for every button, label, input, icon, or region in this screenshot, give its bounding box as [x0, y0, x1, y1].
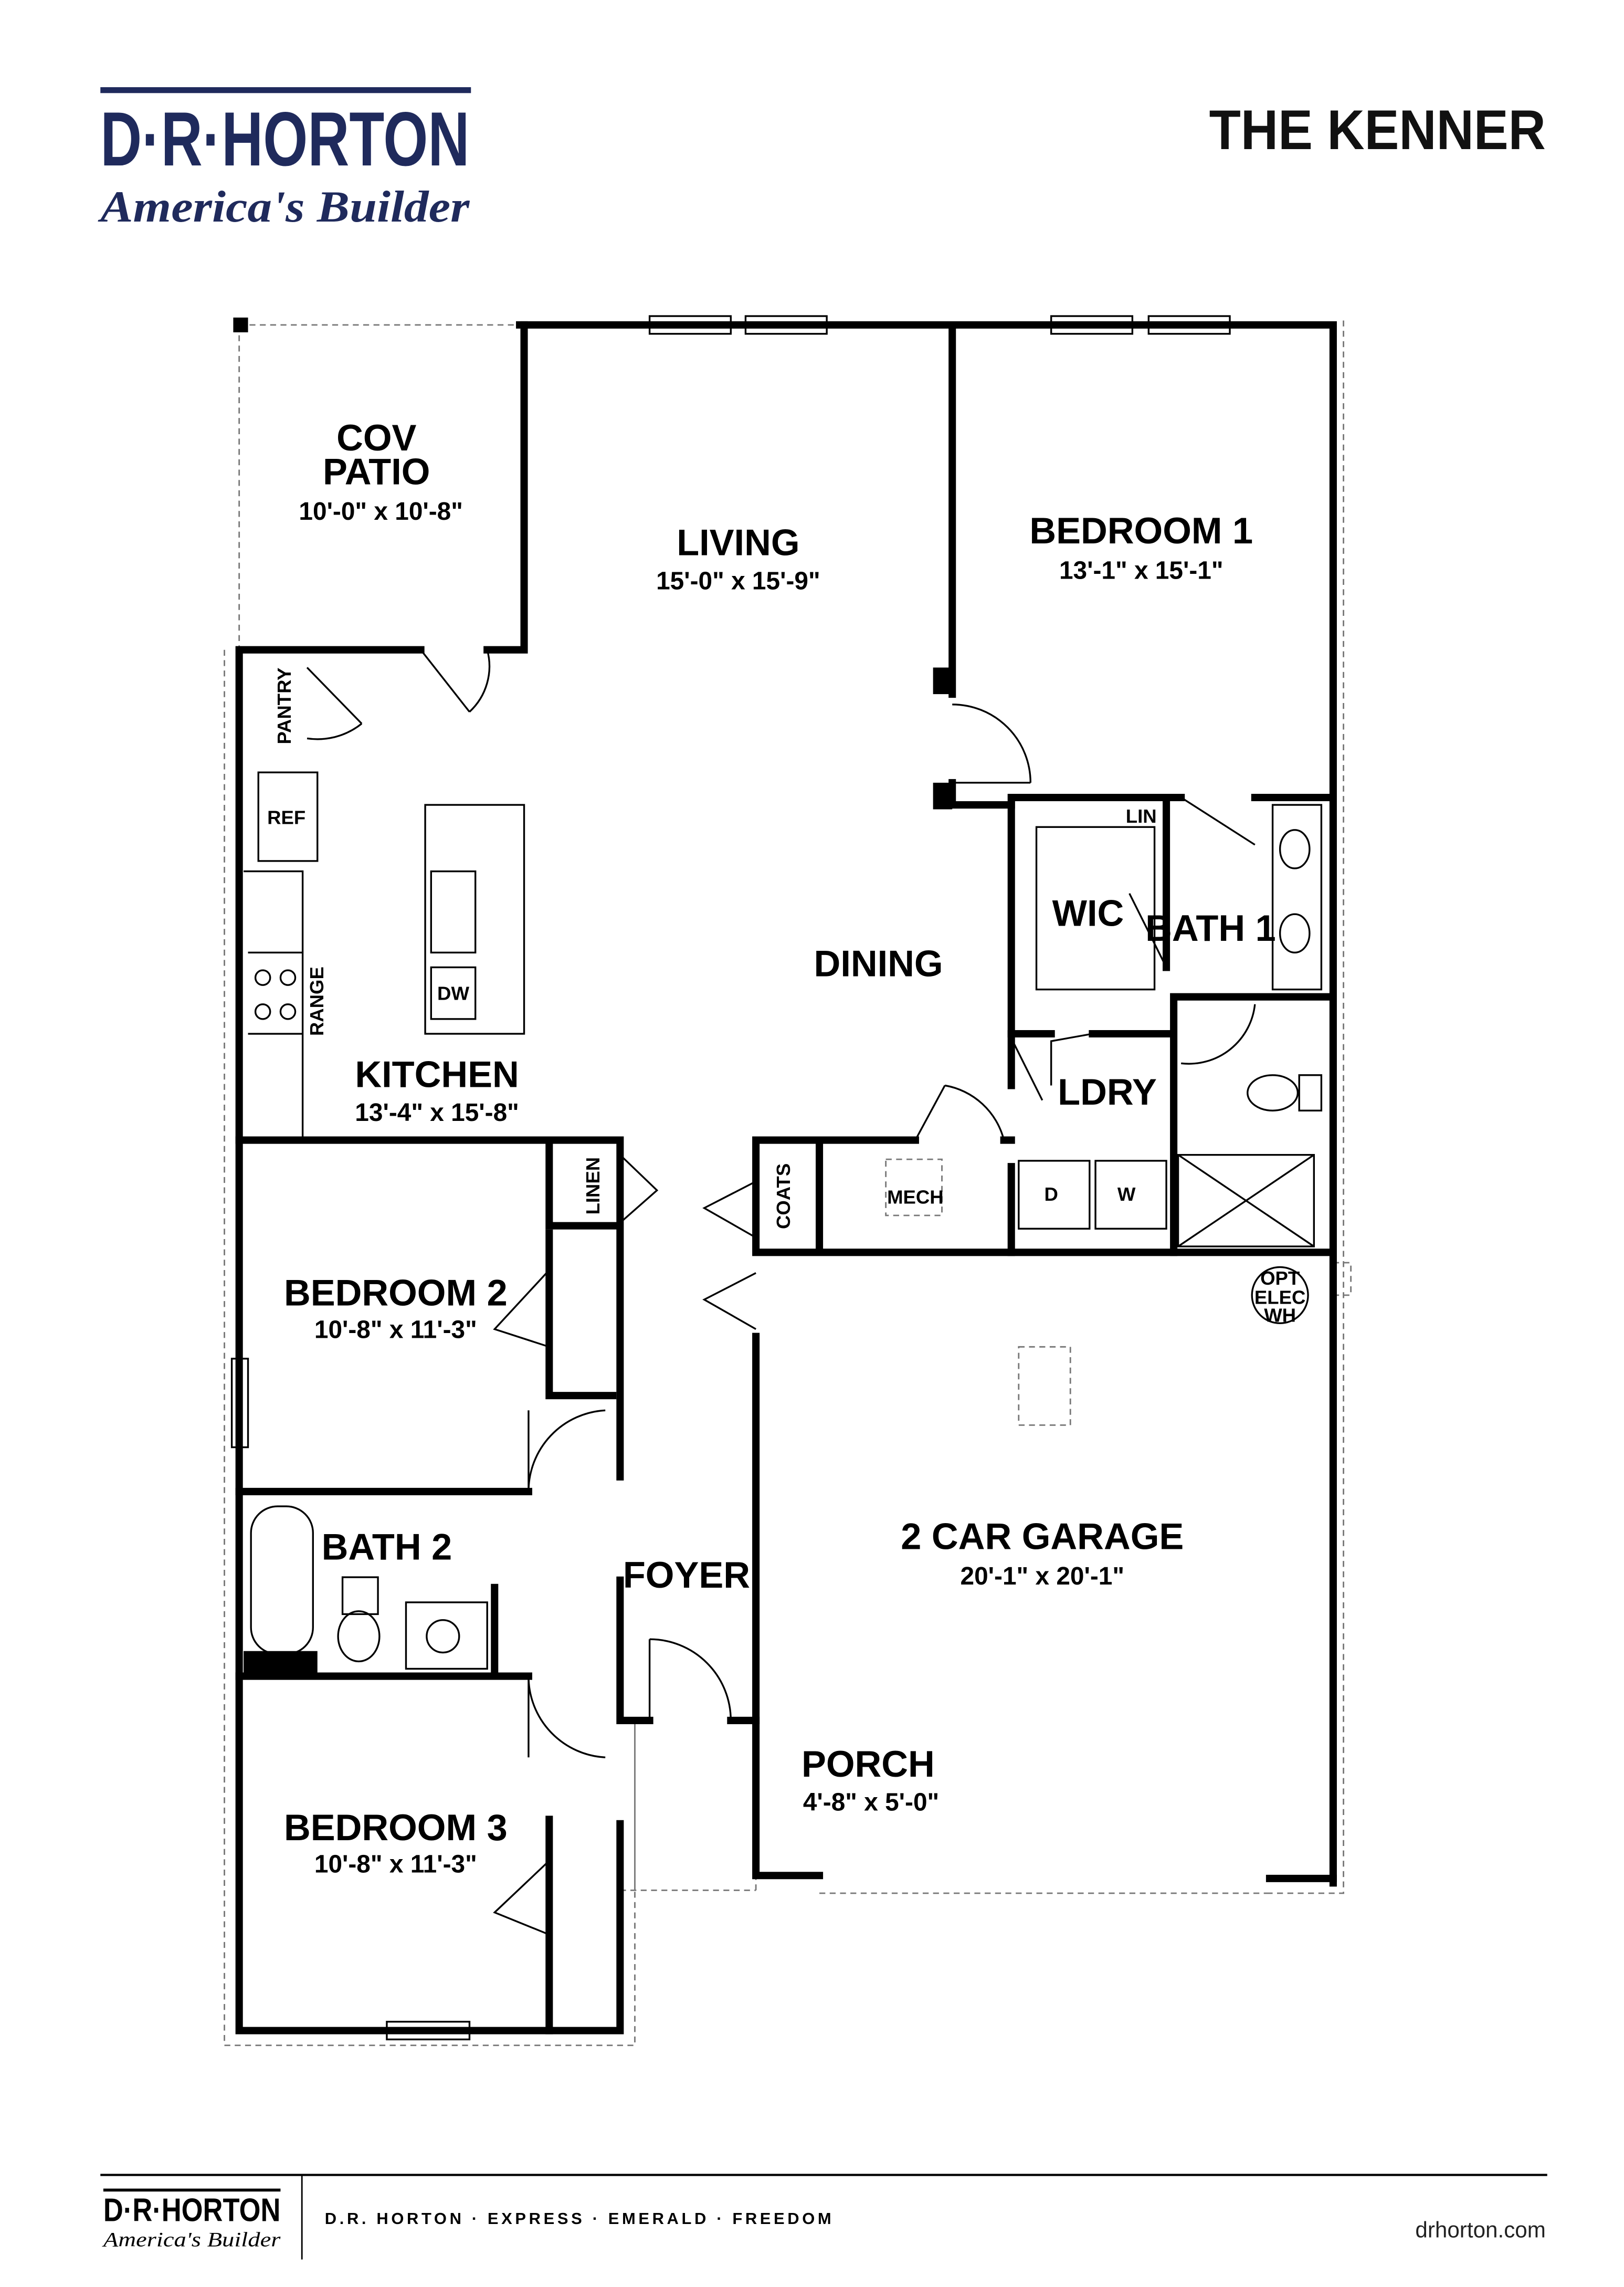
lin-label: LIN	[1126, 805, 1157, 827]
wic-label: WIC	[1052, 893, 1124, 934]
pantry-label: PANTRY	[273, 667, 295, 744]
bedroom2-dims: 10'-8" x 11'-3"	[314, 1316, 477, 1344]
wh-label-1: OPT	[1260, 1267, 1300, 1289]
coats-label: COATS	[773, 1163, 794, 1229]
plan-title: THE KENNER	[1209, 98, 1546, 161]
footer-brand: D·R·HORTON	[103, 2192, 281, 2228]
porch-label: PORCH	[802, 1743, 935, 1785]
bedroom1-dims: 13'-1" x 15'-1"	[1059, 557, 1224, 585]
living-label: LIVING	[677, 522, 799, 563]
dw-label: DW	[437, 982, 469, 1004]
footer-brands: D.R. HORTON · EXPRESS · EMERALD · FREEDO…	[325, 2209, 835, 2228]
wh-label-3: WH	[1264, 1304, 1296, 1326]
brand-logo: D·R·HORTON America's Builder	[98, 87, 471, 232]
kitchen-label: KITCHEN	[355, 1053, 519, 1095]
footer-divider	[100, 2174, 1547, 2176]
brand-name: D·R·HORTON	[100, 96, 469, 182]
ref-label: REF	[267, 807, 305, 828]
linen-label: LINEN	[582, 1157, 604, 1215]
cov-patio-label: COV	[336, 417, 416, 458]
wh-label-2: ELEC	[1254, 1287, 1305, 1308]
footer-website-link[interactable]: drhorton.com	[1415, 2217, 1546, 2242]
living-dims: 15'-0" x 15'-9"	[656, 567, 820, 595]
cov-patio-label-2: PATIO	[323, 451, 430, 492]
floor-plan	[224, 315, 1352, 2047]
ldry-label: LDRY	[1058, 1071, 1157, 1113]
bedroom2-label: BEDROOM 2	[284, 1272, 508, 1314]
dryer-label: D	[1044, 1183, 1058, 1205]
garage-dims: 20'-1" x 20'-1"	[961, 1562, 1125, 1590]
cov-patio-dims: 10'-0" x 10'-8"	[299, 498, 463, 526]
bedroom3-label: BEDROOM 3	[284, 1807, 508, 1848]
bedroom3-dims: 10'-8" x 11'-3"	[314, 1851, 477, 1879]
garage-label: 2 CAR GARAGE	[901, 1516, 1184, 1557]
bedroom1-label: BEDROOM 1	[1029, 510, 1253, 551]
range-label: RANGE	[306, 967, 328, 1036]
footer-tagline: America's Builder	[101, 2228, 281, 2251]
dining-label: DINING	[814, 942, 943, 984]
kitchen-dims: 13'-4" x 15'-8"	[355, 1099, 519, 1127]
bath1-label: BATH 1	[1145, 907, 1276, 949]
porch-dims: 4'-8" x 5'-0"	[803, 1789, 939, 1817]
footer: D·R·HORTON America's Builder D.R. HORTON…	[100, 2174, 1547, 2260]
bath2-label: BATH 2	[322, 1526, 452, 1567]
washer-label: W	[1117, 1183, 1136, 1205]
foyer-label: FOYER	[623, 1554, 750, 1596]
mech-label: MECH	[887, 1186, 944, 1208]
room-labels: COV PATIO 10'-0" x 10'-8" LIVING 15'-0" …	[267, 417, 1305, 1879]
brand-tagline: America's Builder	[98, 183, 470, 232]
